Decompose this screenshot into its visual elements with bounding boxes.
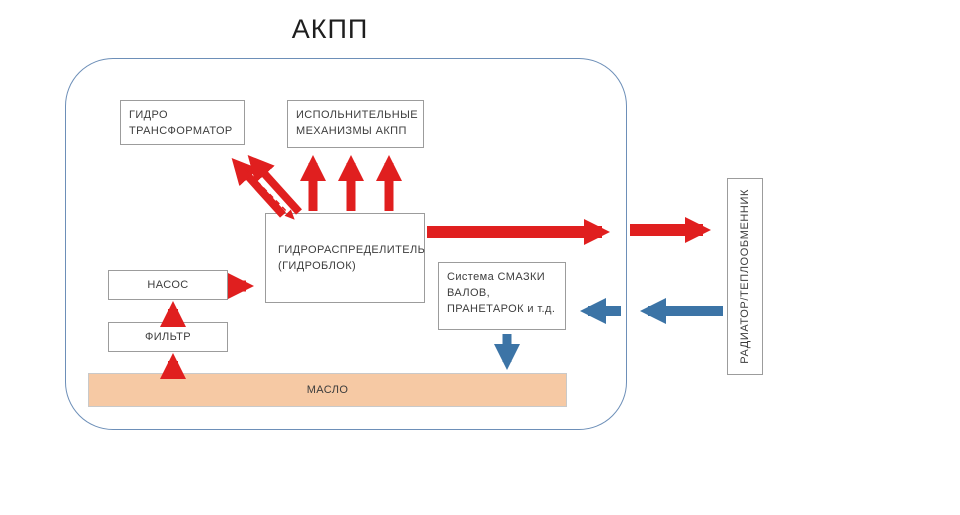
actuators-box: ИСПОЛЬНИТЕЛЬНЫЕ МЕХАНИЗМЫ АКПП (287, 100, 424, 148)
lubrication-system-box: Система СМАЗКИ ВАЛОВ, ПРАНЕТАРОК и т.д. (438, 262, 566, 330)
actuators-label-line1: ИСПОЛЬНИТЕЛЬНЫЕ (296, 109, 418, 121)
valve-body-label-line1: ГИДРОРАСПРЕДЕЛИТЕЛЬ (278, 244, 426, 256)
valve-body-label-line2: (ГИДРОБЛОК) (278, 260, 357, 272)
oil-label: МАСЛО (306, 384, 349, 396)
torque-converter-label-line2: ТРАНСФОРМАТОР (129, 125, 233, 137)
lubrication-label-line3: ПРАНЕТАРОК и т.д. (447, 303, 556, 315)
radiator-box: РАДИАТОР/ТЕПЛООБМЕННИК (727, 178, 763, 375)
transmission-boundary (65, 58, 627, 430)
torque-converter-label-line1: ГИДРО (129, 109, 168, 121)
lubrication-label-line1: Система СМАЗКИ (447, 271, 546, 283)
radiator-label: РАДИАТОР/ТЕПЛООБМЕННИК (739, 189, 751, 364)
filter-label: ФИЛЬТР (144, 331, 192, 343)
filter-box: ФИЛЬТР (108, 322, 228, 352)
valve-body-box: ГИДРОРАСПРЕДЕЛИТЕЛЬ (ГИДРОБЛОК) (265, 213, 425, 303)
lubrication-label-line2: ВАЛОВ, (447, 287, 491, 299)
oil-reservoir-bar: МАСЛО (88, 373, 567, 407)
diagram-title: АКПП (291, 14, 369, 44)
pump-label: НАСОС (147, 279, 189, 291)
pump-box: НАСОС (108, 270, 228, 300)
actuators-label-line2: МЕХАНИЗМЫ АКПП (296, 125, 407, 137)
torque-converter-box: ГИДРО ТРАНСФОРМАТОР (120, 100, 245, 145)
